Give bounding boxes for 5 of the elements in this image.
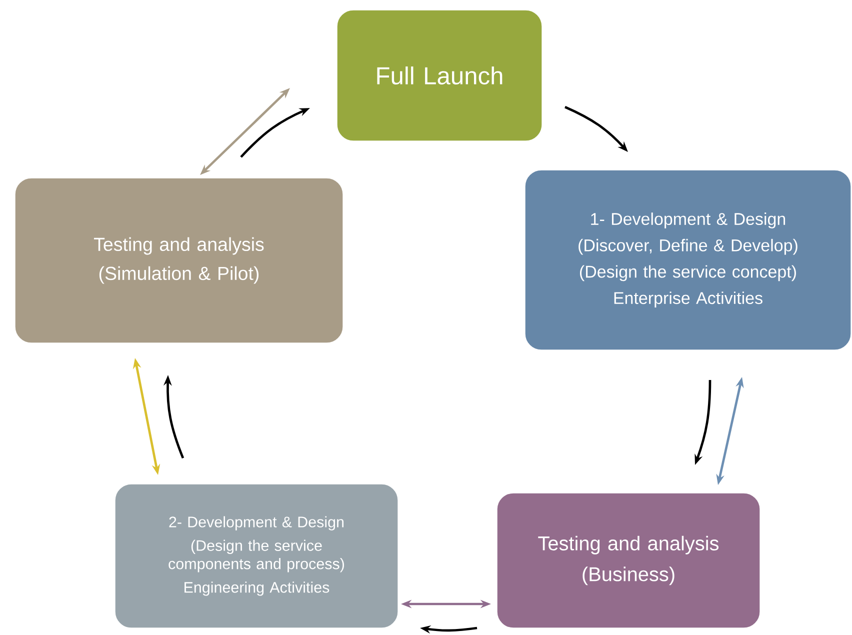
process-box: Testing and analysis (Simulation & Pilot): [14, 178, 344, 344]
process-box: Full Launch: [336, 10, 542, 142]
process-box: Testing and analysis (Business): [496, 492, 760, 628]
process-box: 2- Development & Design (Design the service components and process) Engineering Activities: [114, 484, 398, 628]
process-box: 1- Development & Design (Discover, Define & Develop) (Design the service concept) Enterprise Activities: [524, 170, 852, 350]
